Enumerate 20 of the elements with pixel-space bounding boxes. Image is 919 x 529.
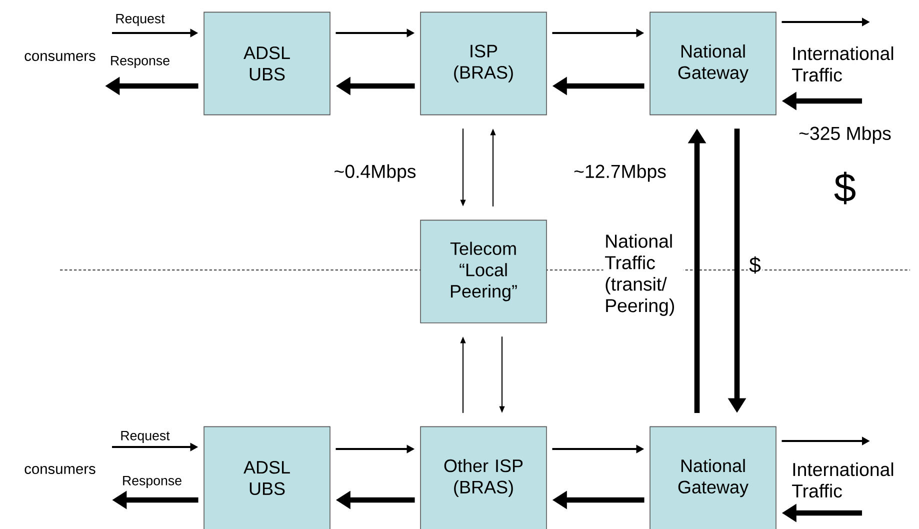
rate-label: ~0.4Mbps [332,162,418,184]
edge-label: Response [111,56,170,68]
process-box: National Gateway [650,12,776,116]
process-box: Telecom “Local Peering” [420,220,547,324]
process-box: ADSL UBS [204,12,330,116]
rate-label: ~325 Mbps [797,124,893,146]
rate-label: ~12.7Mbps [572,162,668,184]
traffic-label: International Traffic [790,45,902,83]
edge-label: Request [121,431,170,443]
edge-label: Request [116,14,165,26]
side-label: consumers [22,52,98,62]
traffic-label: International Traffic [790,461,902,499]
process-box: ISP (BRAS) [420,12,547,116]
process-box: Other ISP (BRAS) [420,426,547,529]
traffic-label: National Traffic (transit/ Peering) [603,232,684,318]
side-label: consumers [22,464,98,476]
currency-symbol: $ [832,170,858,206]
process-box: National Gateway [650,426,776,529]
process-box: ADSL UBS [204,426,330,529]
edge-label: Response [123,476,182,488]
